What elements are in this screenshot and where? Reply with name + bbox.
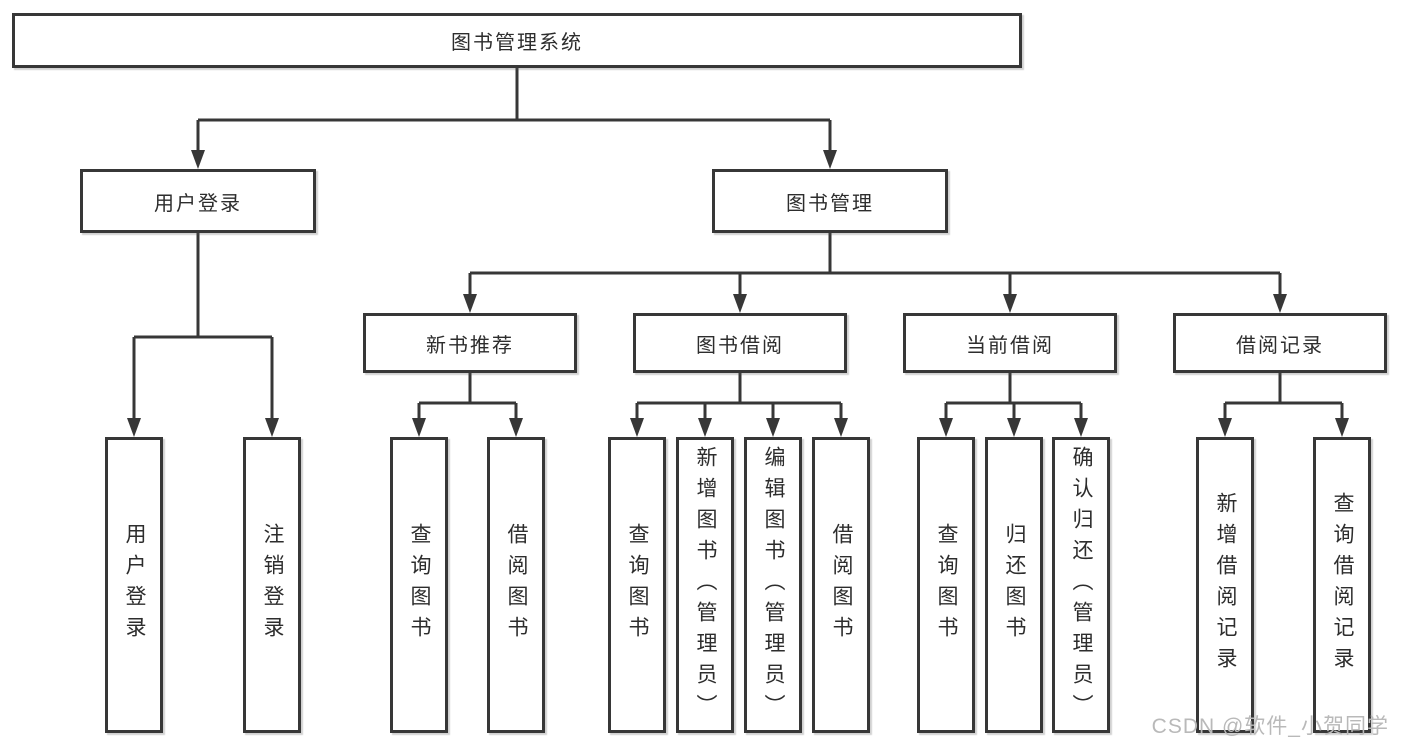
node-book-borrowing: 图书借阅 <box>633 313 847 373</box>
arrowheads <box>127 150 1349 437</box>
node-logout: 注销登录 <box>243 437 301 733</box>
node-confirm-return-admin: 确认归还（管理员） <box>1052 437 1110 733</box>
node-new-book-recommend: 新书推荐 <box>363 313 577 373</box>
node-book-management: 图书管理 <box>712 169 948 233</box>
node-add-books-admin: 新增图书（管理员） <box>676 437 734 733</box>
node-edit-books-admin: 编辑图书（管理员） <box>744 437 802 733</box>
node-user-login-leaf: 用户登录 <box>105 437 163 733</box>
csdn-watermark: CSDN @软件_小贺同学 <box>1151 715 1389 738</box>
node-user-login: 用户登录 <box>80 169 316 233</box>
node-library-management-system: 图书管理系统 <box>12 13 1022 68</box>
node-current-borrowing: 当前借阅 <box>903 313 1117 373</box>
node-borrowing-records: 借阅记录 <box>1173 313 1387 373</box>
node-borrow-books-leaf: 借阅图书 <box>812 437 870 733</box>
node-query-borrow-record: 查询借阅记录 <box>1313 437 1371 733</box>
node-return-books: 归还图书 <box>985 437 1043 733</box>
node-query-books-recommend: 查询图书 <box>390 437 448 733</box>
node-query-books-borrowing: 查询图书 <box>608 437 666 733</box>
node-add-borrow-record: 新增借阅记录 <box>1196 437 1254 733</box>
node-borrow-books-recommend: 借阅图书 <box>487 437 545 733</box>
node-query-books-current: 查询图书 <box>917 437 975 733</box>
